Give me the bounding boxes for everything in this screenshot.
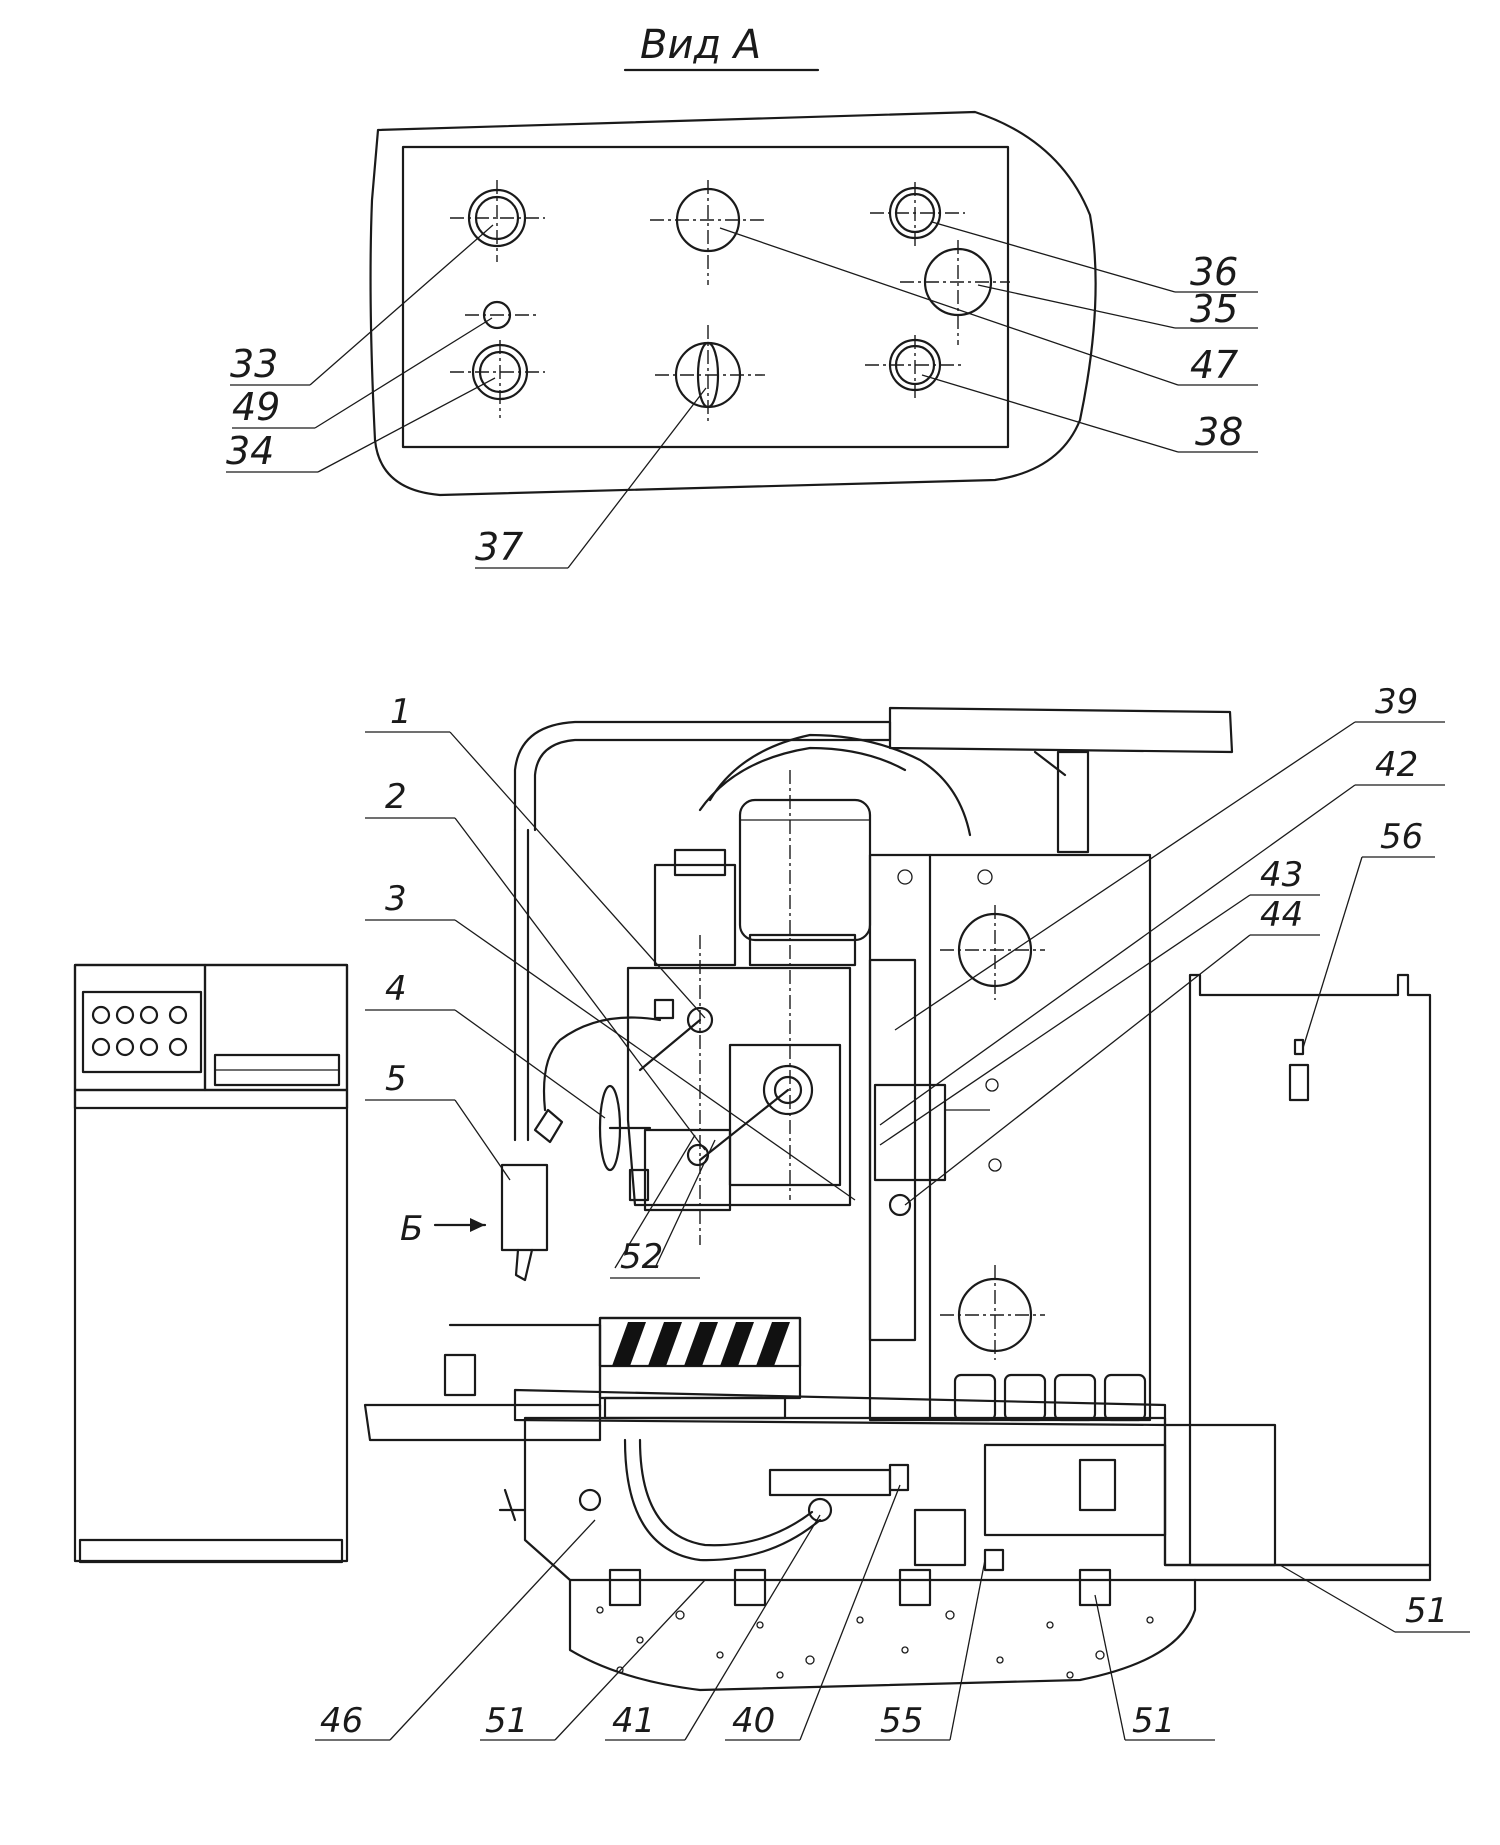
cabinet-control-buttons[interactable]: [91, 1005, 188, 1057]
svg-text:Б: Б: [400, 1209, 423, 1249]
work-table: [363, 1316, 1167, 1442]
callout-44: 44: [904, 895, 1320, 1206]
svg-text:51: 51: [1132, 1701, 1175, 1741]
svg-text:47: 47: [1190, 343, 1238, 387]
svg-text:51: 51: [1405, 1591, 1448, 1631]
callout-5: 5: [365, 1059, 511, 1181]
svg-text:2: 2: [385, 777, 407, 817]
column: [868, 853, 1152, 1422]
svg-text:5: 5: [385, 1059, 407, 1099]
svg-text:51: 51: [485, 1701, 528, 1741]
spindle-guide: [868, 958, 990, 1342]
callout-55: 55: [875, 1559, 986, 1741]
svg-text:33: 33: [230, 342, 278, 386]
svg-text:56: 56: [1380, 817, 1423, 857]
callout-38: 38: [921, 374, 1258, 454]
hole-47: [650, 180, 768, 285]
side-view: Б 1 2 3 4 5 52: [73, 682, 1470, 1741]
view-a-title: Вид А: [640, 22, 761, 68]
milling-head: [533, 770, 852, 1245]
hole-38: [865, 335, 965, 398]
callout-2: 2: [365, 777, 706, 1151]
svg-text:4: 4: [385, 969, 407, 1009]
svg-text:39: 39: [1375, 682, 1418, 722]
callout-1: 1: [365, 692, 706, 1019]
hole-35: [900, 240, 1010, 345]
callout-46: 46: [315, 1519, 596, 1741]
handwheel[interactable]: [598, 1084, 652, 1202]
hole-49: [465, 300, 540, 330]
control-cabinet: [73, 963, 349, 1564]
callout-43: 43: [879, 855, 1320, 1146]
callout-41: 41: [605, 1514, 821, 1741]
pendant-control[interactable]: [500, 828, 549, 1282]
overhead-arm: [513, 706, 1234, 854]
view-a-panel: [401, 145, 1010, 449]
hole-33: [450, 180, 545, 262]
direction-arrow-b: Б: [400, 1209, 487, 1249]
svg-text:34: 34: [226, 429, 274, 473]
callout-34: 34: [226, 377, 496, 473]
table-chip-guard: [598, 1316, 802, 1368]
svg-text:36: 36: [1190, 250, 1238, 294]
callout-37: 37: [475, 387, 707, 569]
svg-text:43: 43: [1260, 855, 1303, 895]
callout-47: 47: [719, 227, 1258, 387]
hole-34: [450, 340, 545, 418]
svg-text:46: 46: [320, 1701, 363, 1741]
svg-text:37: 37: [475, 525, 523, 569]
hole-36: [870, 182, 965, 248]
callout-51-bottom: 51: [1094, 1594, 1215, 1741]
spindle-motor: [653, 733, 972, 967]
foundation: [568, 1568, 1197, 1692]
callout-35: 35: [977, 284, 1258, 331]
svg-text:1: 1: [390, 692, 412, 732]
callout-56: 56: [1302, 817, 1435, 1049]
callout-36: 36: [931, 221, 1258, 294]
svg-text:55: 55: [880, 1701, 923, 1741]
view-a: Вид А: [226, 22, 1258, 569]
callout-33: 33: [230, 224, 494, 386]
callout-49: 49: [232, 317, 493, 429]
knee-base: [498, 1416, 1432, 1582]
callout-51-left: 51: [480, 1579, 706, 1741]
svg-text:42: 42: [1375, 745, 1418, 785]
svg-text:3: 3: [385, 879, 407, 919]
view-a-outline: [369, 110, 1097, 497]
svg-text:44: 44: [1260, 895, 1303, 935]
svg-text:52: 52: [620, 1237, 663, 1277]
svg-text:40: 40: [732, 1701, 775, 1741]
coolant-trays: [953, 1373, 1147, 1422]
callout-42: 42: [879, 745, 1445, 1126]
callout-39: 39: [894, 682, 1445, 1031]
callout-51-right: 51: [1279, 1564, 1470, 1633]
svg-text:35: 35: [1190, 287, 1238, 331]
svg-text:38: 38: [1195, 410, 1243, 454]
callout-52: 52: [610, 1134, 716, 1279]
electrical-cabinet: [1188, 973, 1432, 1567]
callout-3: 3: [365, 879, 856, 1201]
callout-40: 40: [725, 1484, 901, 1741]
svg-text:49: 49: [232, 385, 280, 429]
svg-text:41: 41: [612, 1701, 655, 1741]
callout-4: 4: [365, 969, 606, 1119]
hole-37: [655, 325, 765, 425]
